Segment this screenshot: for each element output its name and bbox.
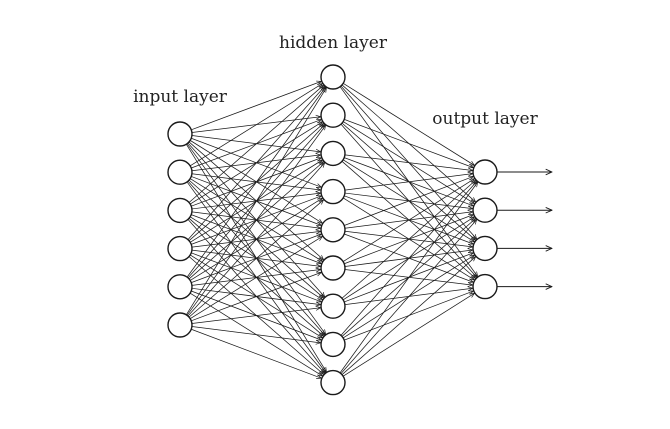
edge-hidden-9-output-1 bbox=[339, 182, 478, 374]
output-node-4 bbox=[472, 273, 498, 300]
edge-input-6-hidden-4 bbox=[188, 200, 324, 318]
input-node-5 bbox=[167, 274, 193, 300]
edge-input-6-hidden-8 bbox=[191, 326, 321, 343]
edge-input-6-hidden-7 bbox=[191, 308, 321, 324]
edge-hidden-9-output-2 bbox=[340, 220, 477, 374]
hidden-node-8 bbox=[320, 331, 346, 358]
input-node-1 bbox=[167, 121, 193, 147]
edge-input-6-hidden-2 bbox=[186, 125, 326, 316]
edge-input-5-hidden-1 bbox=[186, 87, 326, 278]
edge-input-3-hidden-1 bbox=[188, 85, 324, 203]
hidden-node-7 bbox=[320, 293, 346, 319]
edge-hidden-2-output-1 bbox=[344, 119, 473, 167]
edge-hidden-6-output-1 bbox=[342, 179, 474, 262]
hidden-node-9 bbox=[320, 369, 346, 396]
edge-input-6-hidden-1 bbox=[185, 88, 326, 315]
connections-group bbox=[185, 81, 478, 378]
input-node-2 bbox=[167, 159, 193, 185]
edge-hidden-3-output-1 bbox=[344, 154, 473, 171]
edge-input-6-hidden-5 bbox=[189, 236, 322, 319]
output-layer-label: output layer bbox=[432, 109, 538, 129]
input-layer-label: input layer bbox=[133, 87, 228, 107]
hidden-node-3 bbox=[320, 140, 346, 167]
edge-hidden-9-output-3 bbox=[341, 257, 476, 375]
edge-input-4-hidden-1 bbox=[187, 86, 325, 240]
hidden-node-6 bbox=[320, 255, 346, 281]
output-node-2 bbox=[472, 197, 498, 223]
hidden-layer-label: hidden layer bbox=[279, 33, 388, 53]
edge-hidden-5-output-1 bbox=[344, 176, 473, 226]
output-arrows-group bbox=[497, 172, 552, 287]
input-node-4 bbox=[167, 235, 193, 262]
input-node-3 bbox=[167, 197, 193, 224]
edge-input-2-hidden-1 bbox=[189, 84, 322, 167]
output-node-1 bbox=[472, 159, 498, 185]
hidden-node-1 bbox=[320, 64, 346, 90]
edge-input-6-hidden-9 bbox=[191, 328, 321, 378]
edge-input-6-hidden-3 bbox=[187, 163, 325, 317]
input-node-6 bbox=[167, 312, 193, 338]
edge-input-6-hidden-6 bbox=[191, 272, 321, 322]
nodes-group bbox=[167, 64, 498, 396]
hidden-node-2 bbox=[320, 102, 346, 128]
edge-hidden-8-output-1 bbox=[340, 181, 477, 336]
hidden-node-4 bbox=[320, 178, 346, 205]
edge-hidden-7-output-1 bbox=[341, 180, 476, 299]
edge-hidden-1-output-1 bbox=[342, 83, 474, 165]
edge-input-1-hidden-1 bbox=[191, 81, 321, 131]
edge-hidden-9-output-4 bbox=[342, 293, 474, 377]
hidden-node-5 bbox=[320, 217, 346, 243]
output-node-3 bbox=[472, 235, 498, 262]
edge-hidden-4-output-1 bbox=[344, 174, 473, 191]
